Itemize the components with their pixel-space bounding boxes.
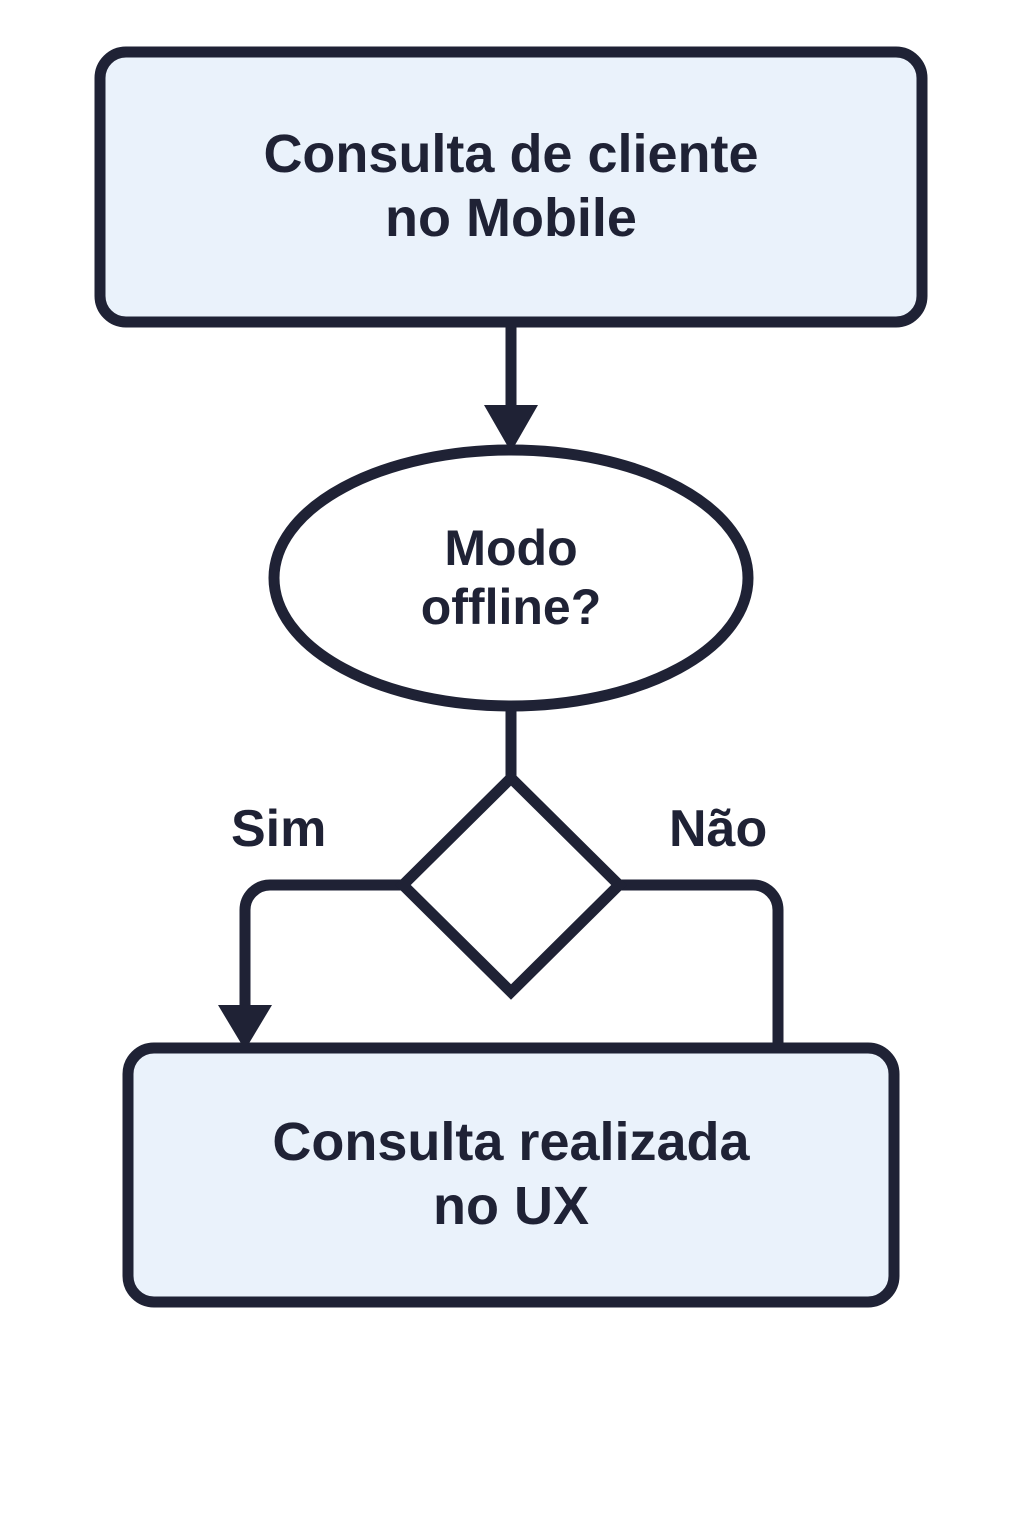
arrowhead-diamond-yes-to-end xyxy=(218,1005,272,1050)
edge-line-diamond-yes-to-end xyxy=(239,879,403,1010)
node-group xyxy=(94,46,928,1308)
node-decision-diamond-shape[interactable] xyxy=(395,770,627,1000)
node-end-shape[interactable] xyxy=(122,1042,900,1308)
node-decision-ellipse-shape[interactable] xyxy=(268,444,754,712)
node-start-shape[interactable] xyxy=(94,46,928,328)
edge-diamond-no-to-end xyxy=(619,879,784,1050)
arrowhead-start-to-ellipse xyxy=(484,405,538,452)
edge-diamond-yes-to-end xyxy=(218,879,403,1050)
edge-line-diamond-no-to-end xyxy=(619,879,784,1050)
edge-group xyxy=(218,322,784,1050)
edge-start-to-ellipse xyxy=(484,322,538,452)
